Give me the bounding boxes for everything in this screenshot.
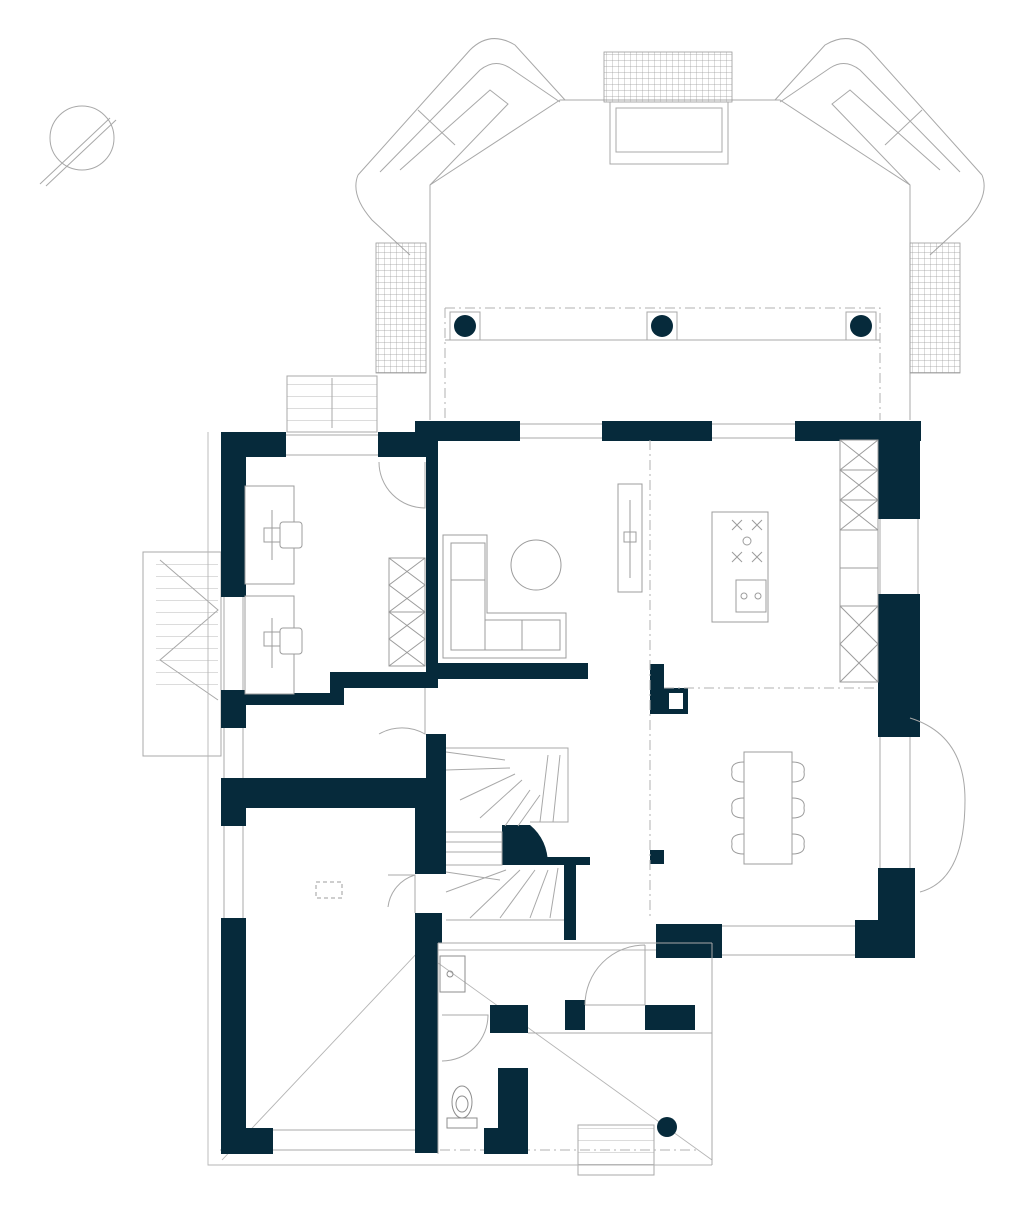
wardrobe [388, 557, 426, 667]
washbasin-icon [439, 955, 466, 993]
living-room [442, 483, 643, 659]
sink-icon [735, 579, 767, 613]
room-guides [437, 440, 878, 1165]
garage [315, 881, 343, 899]
staircase [445, 747, 569, 921]
walls [221, 421, 921, 1154]
west-stairs [142, 551, 222, 757]
north-stairs [286, 375, 378, 433]
windows [223, 423, 966, 1151]
coffee-table [510, 539, 562, 591]
dining-area [731, 751, 805, 865]
kitchen [711, 439, 879, 683]
north-arrow-icon [39, 105, 117, 187]
office-desk-chair-icon [263, 510, 303, 668]
kitchen-island [711, 511, 769, 623]
cooktop-icon [731, 519, 763, 563]
office [244, 485, 426, 695]
wc [439, 955, 478, 1129]
toilet-icon [446, 1085, 478, 1129]
doors [378, 461, 646, 1062]
terrace [355, 38, 985, 420]
